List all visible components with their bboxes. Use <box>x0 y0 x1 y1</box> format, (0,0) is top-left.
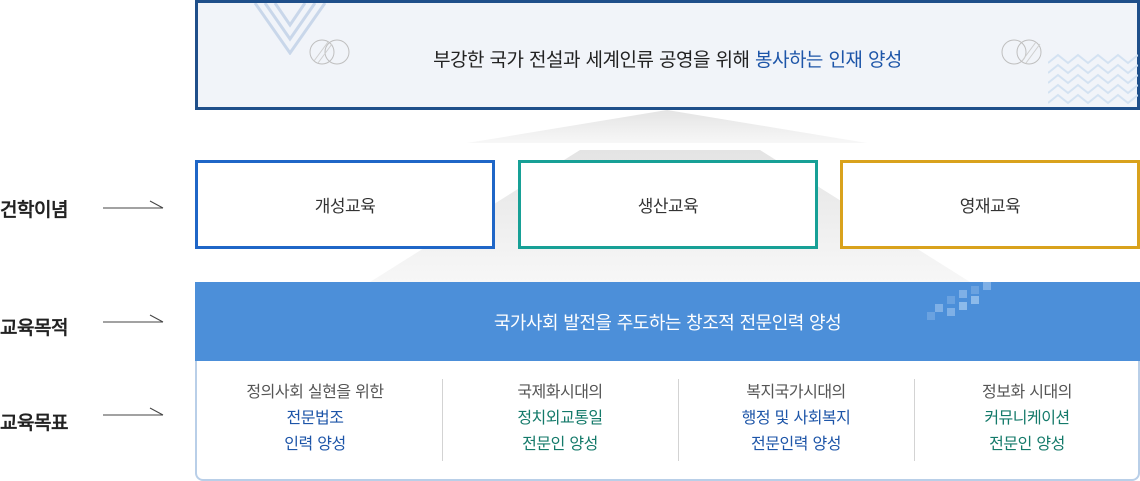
purpose-band: 국가사회 발전을 주도하는 창조적 전문인력 양성 <box>195 282 1140 361</box>
vision-text-highlight: 봉사하는 인재 양성 <box>754 49 902 71</box>
side-label-purpose: 교육목적 <box>0 317 68 339</box>
objective-sub: 전문인력 양성 <box>751 434 841 453</box>
objective-intro: 정의사회 실현을 위한 <box>246 382 384 401</box>
vision-box: 부강한 국가 전설과 세계인류 공영을 위해 봉사하는 인재 양성 <box>195 0 1140 110</box>
arrow-right-icon <box>103 407 164 416</box>
column-divider <box>678 379 679 461</box>
objective-highlight: 정치외교통일 <box>517 408 603 427</box>
objective-item: 정의사회 실현을 위한 전문법조 인력 양성 <box>197 379 433 457</box>
arrow-right-icon <box>103 200 164 209</box>
side-label-philosophy: 건학이념 <box>0 199 68 221</box>
objective-sub: 전문인 양성 <box>989 434 1065 453</box>
objective-sub: 전문인 양성 <box>522 434 598 453</box>
chevron-decoration-icon <box>253 3 327 55</box>
ideal-box-individuality: 개성교육 <box>195 160 495 249</box>
column-divider <box>442 379 443 461</box>
rings-decoration-icon <box>309 39 350 65</box>
pixel-decoration-icon <box>927 282 991 320</box>
objective-highlight: 행정 및 사회복지 <box>741 408 851 427</box>
zigzag-decoration-icon <box>1048 53 1138 105</box>
vision-text-prefix: 부강한 국가 전설과 세계인류 공영을 위해 <box>433 49 755 71</box>
ideal-box-production: 생산교육 <box>518 160 818 249</box>
objective-sub: 인력 양성 <box>284 434 346 453</box>
objective-highlight: 전문법조 <box>286 408 344 427</box>
objective-intro: 복지국가시대의 <box>746 382 846 401</box>
purpose-text: 국가사회 발전을 주도하는 창조적 전문인력 양성 <box>493 312 842 334</box>
objective-highlight: 커뮤니케이션 <box>984 408 1070 427</box>
side-label-objectives: 교육목표 <box>0 412 68 434</box>
arrow-right-icon <box>103 314 164 323</box>
ideal-box-gifted: 영재교육 <box>840 160 1140 249</box>
column-divider <box>914 379 915 461</box>
objectives-panel: 정의사회 실현을 위한 전문법조 인력 양성 국제화시대의 정치외교통일 전문인… <box>195 361 1140 481</box>
objective-intro: 정보화 시대의 <box>982 382 1072 401</box>
vision-statement: 부강한 국가 전설과 세계인류 공영을 위해 봉사하는 인재 양성 <box>198 45 1137 72</box>
objective-item: 복지국가시대의 행정 및 사회복지 전문인력 양성 <box>678 379 914 457</box>
objective-item: 국제화시대의 정치외교통일 전문인 양성 <box>442 379 678 457</box>
objective-intro: 국제화시대의 <box>517 382 603 401</box>
objective-item: 정보화 시대의 커뮤니케이션 전문인 양성 <box>914 379 1140 457</box>
rings-decoration-icon <box>1001 39 1042 65</box>
